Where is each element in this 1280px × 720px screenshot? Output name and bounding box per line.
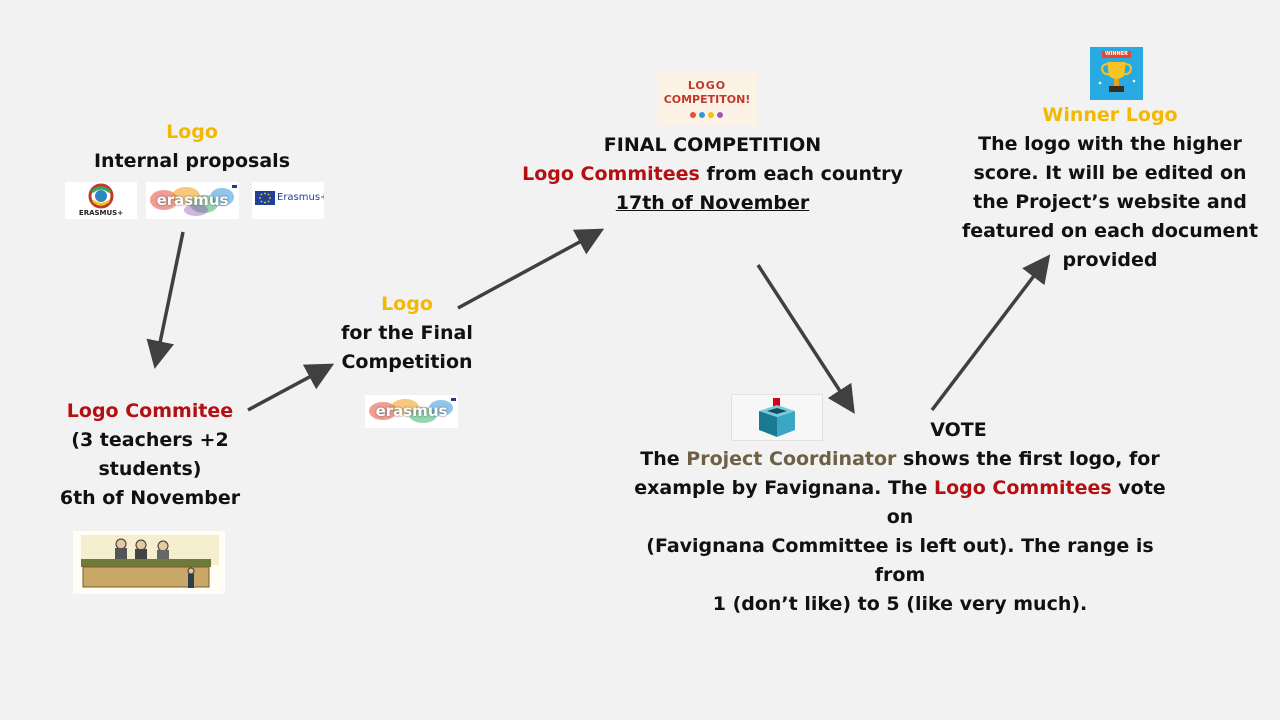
committee-date: 6th of November bbox=[59, 487, 241, 509]
winner-trophy-image: WINNER bbox=[1090, 47, 1143, 100]
color-splash-icon bbox=[150, 185, 237, 216]
committee-cartoon bbox=[73, 531, 225, 594]
internal-logo-title: Logo bbox=[166, 121, 218, 143]
arrow-proposals-to-committee bbox=[146, 231, 185, 369]
trophy-icon bbox=[1098, 51, 1136, 92]
final-logo-image: erasmus bbox=[365, 395, 458, 428]
ballot-box-image bbox=[731, 394, 823, 441]
vote-line-1-a: The bbox=[640, 448, 687, 470]
vote-project-coordinator: Project Coordinator bbox=[686, 448, 897, 470]
eu-flag-icon bbox=[255, 191, 275, 205]
winner-line-1: The logo with the higher bbox=[978, 133, 1242, 155]
winner-line-2: score. It will be edited on bbox=[973, 162, 1247, 184]
vote-line-1-c: shows the first logo, for bbox=[896, 448, 1160, 470]
proposal-logo-2-text: erasmus bbox=[156, 191, 229, 209]
internal-proposals-label: Internal proposals bbox=[93, 150, 291, 172]
badge-line-1: LOGO bbox=[687, 79, 727, 92]
final-competition-title: FINAL COMPETITION bbox=[603, 134, 822, 156]
vote-line-3: (Favignana Committee is left out). The r… bbox=[646, 535, 1154, 586]
winner-line-4: featured on each document bbox=[961, 220, 1259, 242]
proposal-logo-3-text: Erasmus+ bbox=[277, 192, 324, 203]
committee-meeting-icon bbox=[81, 535, 219, 588]
vote-logo-commitees: Logo Commitees bbox=[933, 477, 1112, 499]
committee-line-2: students) bbox=[98, 458, 202, 480]
winner-block: Winner Logo The logo with the higher sco… bbox=[960, 101, 1260, 275]
vote-line-1: The Project Coordinator shows the first … bbox=[620, 445, 1180, 474]
vote-title: VOTE bbox=[930, 419, 987, 441]
final-logo-line-1: for the Final bbox=[341, 322, 473, 344]
final-competition-committees-red: Logo Commitees bbox=[522, 163, 700, 185]
badge-line-2: COMPETITON! bbox=[663, 93, 751, 106]
dots-icon bbox=[690, 112, 723, 118]
proposal-logo-3: Erasmus+ bbox=[252, 182, 324, 219]
winner-title: Winner Logo bbox=[1042, 104, 1178, 126]
winner-line-3: the Project’s website and bbox=[973, 191, 1247, 213]
proposal-logo-1: ERASMUS+ bbox=[65, 182, 137, 219]
internal-proposals-block: Logo Internal proposals bbox=[82, 118, 302, 176]
final-competition-block: FINAL COMPETITION Logo Commitees from ea… bbox=[510, 131, 915, 218]
vote-block: VOTE The Project Coordinator shows the f… bbox=[620, 416, 1180, 619]
proposal-logo-1-text: ERASMUS+ bbox=[78, 209, 124, 217]
committee-block: Logo Commitee (3 teachers +2 students) 6… bbox=[40, 397, 260, 513]
final-competition-committees-rest: from each country bbox=[699, 163, 903, 185]
final-logo-block: Logo for the Final Competition bbox=[307, 290, 507, 377]
vote-line-2-a: example by Favignana. The bbox=[634, 477, 934, 499]
committee-line-1: (3 teachers +2 bbox=[71, 429, 229, 451]
arrow-vote-to-winner bbox=[930, 254, 1051, 412]
logo-competition-badge: LOGO COMPETITON! bbox=[657, 71, 757, 126]
arrow-competition-to-vote bbox=[756, 264, 855, 414]
final-logo-title: Logo bbox=[381, 293, 433, 315]
final-logo-text: erasmus bbox=[375, 402, 448, 420]
vote-line-4: 1 (don’t like) to 5 (like very much). bbox=[712, 593, 1088, 615]
vote-line-2-c: vote on bbox=[886, 477, 1166, 528]
color-splash-icon bbox=[369, 398, 456, 423]
final-competition-date: 17th of November bbox=[615, 192, 810, 214]
proposal-logo-2: erasmus bbox=[146, 182, 239, 219]
final-logo-line-2: Competition bbox=[341, 351, 473, 373]
winner-badge-text: WINNER bbox=[1104, 51, 1128, 57]
committee-title: Logo Commitee bbox=[66, 400, 234, 422]
winner-line-5: provided bbox=[1062, 249, 1158, 271]
vote-line-2: example by Favignana. The Logo Commitees… bbox=[620, 474, 1180, 532]
erasmus-emblem-icon bbox=[88, 183, 114, 209]
final-competition-committees: Logo Commitees from each country bbox=[510, 160, 915, 189]
ballot-box-icon bbox=[759, 398, 795, 437]
